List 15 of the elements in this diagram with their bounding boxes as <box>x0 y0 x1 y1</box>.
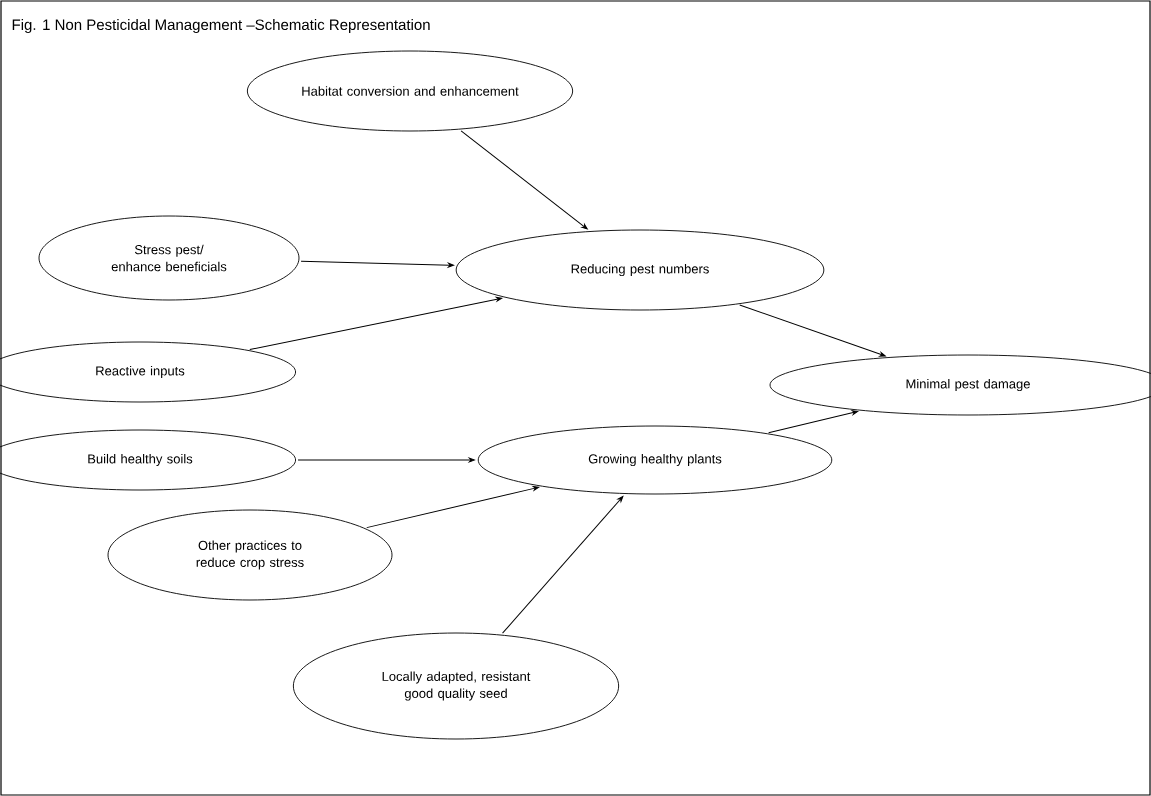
title: Fig. 1 Non Pesticidal Management –Schematic Representation <box>12 19 430 33</box>
ellipse-node: Locally adapted, resistant good quality seed <box>292 632 620 740</box>
arrow <box>768 410 859 434</box>
ellipse-node: Other practices to reduce crop stress <box>107 509 393 601</box>
arrow <box>739 304 886 357</box>
ellipse-node: Stress pest/ enhance beneficials <box>38 215 300 301</box>
arrow <box>366 486 540 529</box>
ellipse-node: Habitat conversion and enhancement <box>246 50 574 132</box>
ellipse-node: Growing healthy plants <box>477 425 833 495</box>
arrow <box>300 260 454 268</box>
arrow <box>249 296 503 351</box>
arrow <box>502 496 624 634</box>
ellipse-node: Reducing pest numbers <box>455 229 825 311</box>
arrow <box>297 457 475 463</box>
arrow <box>460 130 588 230</box>
